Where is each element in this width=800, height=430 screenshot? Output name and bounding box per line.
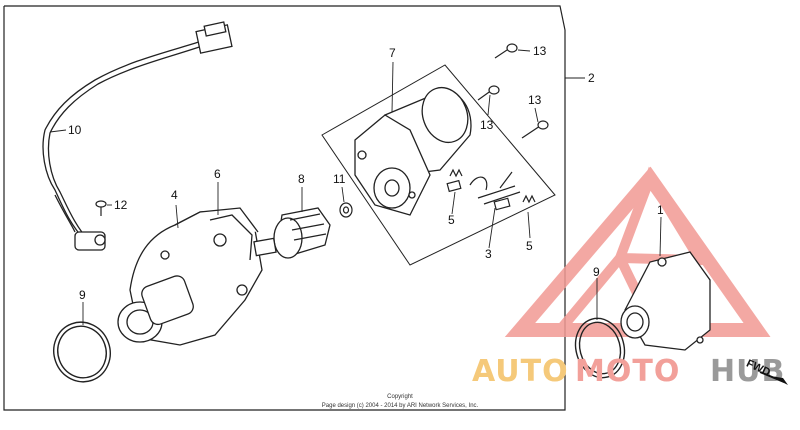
- motor-assembly-box: [321, 64, 556, 266]
- o-ring-right: [574, 317, 626, 379]
- leader-lines: [49, 49, 662, 325]
- wiring-harness: [42, 21, 233, 251]
- callout-13-top: 13: [533, 44, 547, 58]
- starter-drive-gear: [253, 207, 331, 259]
- callout-13-mid: 13: [480, 118, 494, 132]
- starter-housing: [117, 207, 263, 346]
- screw-12: [95, 200, 107, 216]
- callout-9-right: 9: [593, 265, 600, 279]
- bolts-13: [477, 43, 549, 139]
- callout-6: 6: [214, 167, 221, 181]
- callout-7: 7: [389, 46, 396, 60]
- callout-2: 2: [588, 71, 595, 85]
- callout-8: 8: [298, 172, 305, 186]
- callout-5-left: 5: [448, 213, 455, 227]
- callout-3: 3: [485, 247, 492, 261]
- starter-cover: [620, 251, 711, 351]
- watermark-hub: HUB: [710, 354, 785, 389]
- callout-9-left: 9: [79, 288, 86, 302]
- washer-11: [339, 202, 353, 218]
- copyright-notice: Page design (c) 2004 - 2014 by ARI Netwo…: [322, 403, 479, 409]
- callout-12: 12: [114, 198, 128, 212]
- starter-motor: [354, 86, 472, 216]
- watermark-moto: MOTO: [575, 354, 680, 389]
- diagram-frame: [3, 5, 566, 411]
- callout-5-right: 5: [526, 239, 533, 253]
- callout-4: 4: [171, 188, 178, 202]
- callout-10: 10: [68, 123, 82, 137]
- watermark-text: AUTO MOTO HUB: [472, 354, 785, 389]
- brush-set: [446, 168, 536, 211]
- watermark-auto: AUTO: [472, 354, 569, 389]
- copyright-heading: Copyright: [387, 394, 413, 400]
- callout-13-right: 13: [528, 93, 542, 107]
- callout-1: 1: [657, 203, 664, 217]
- callout-11: 11: [333, 172, 346, 186]
- o-ring-left: [53, 321, 111, 383]
